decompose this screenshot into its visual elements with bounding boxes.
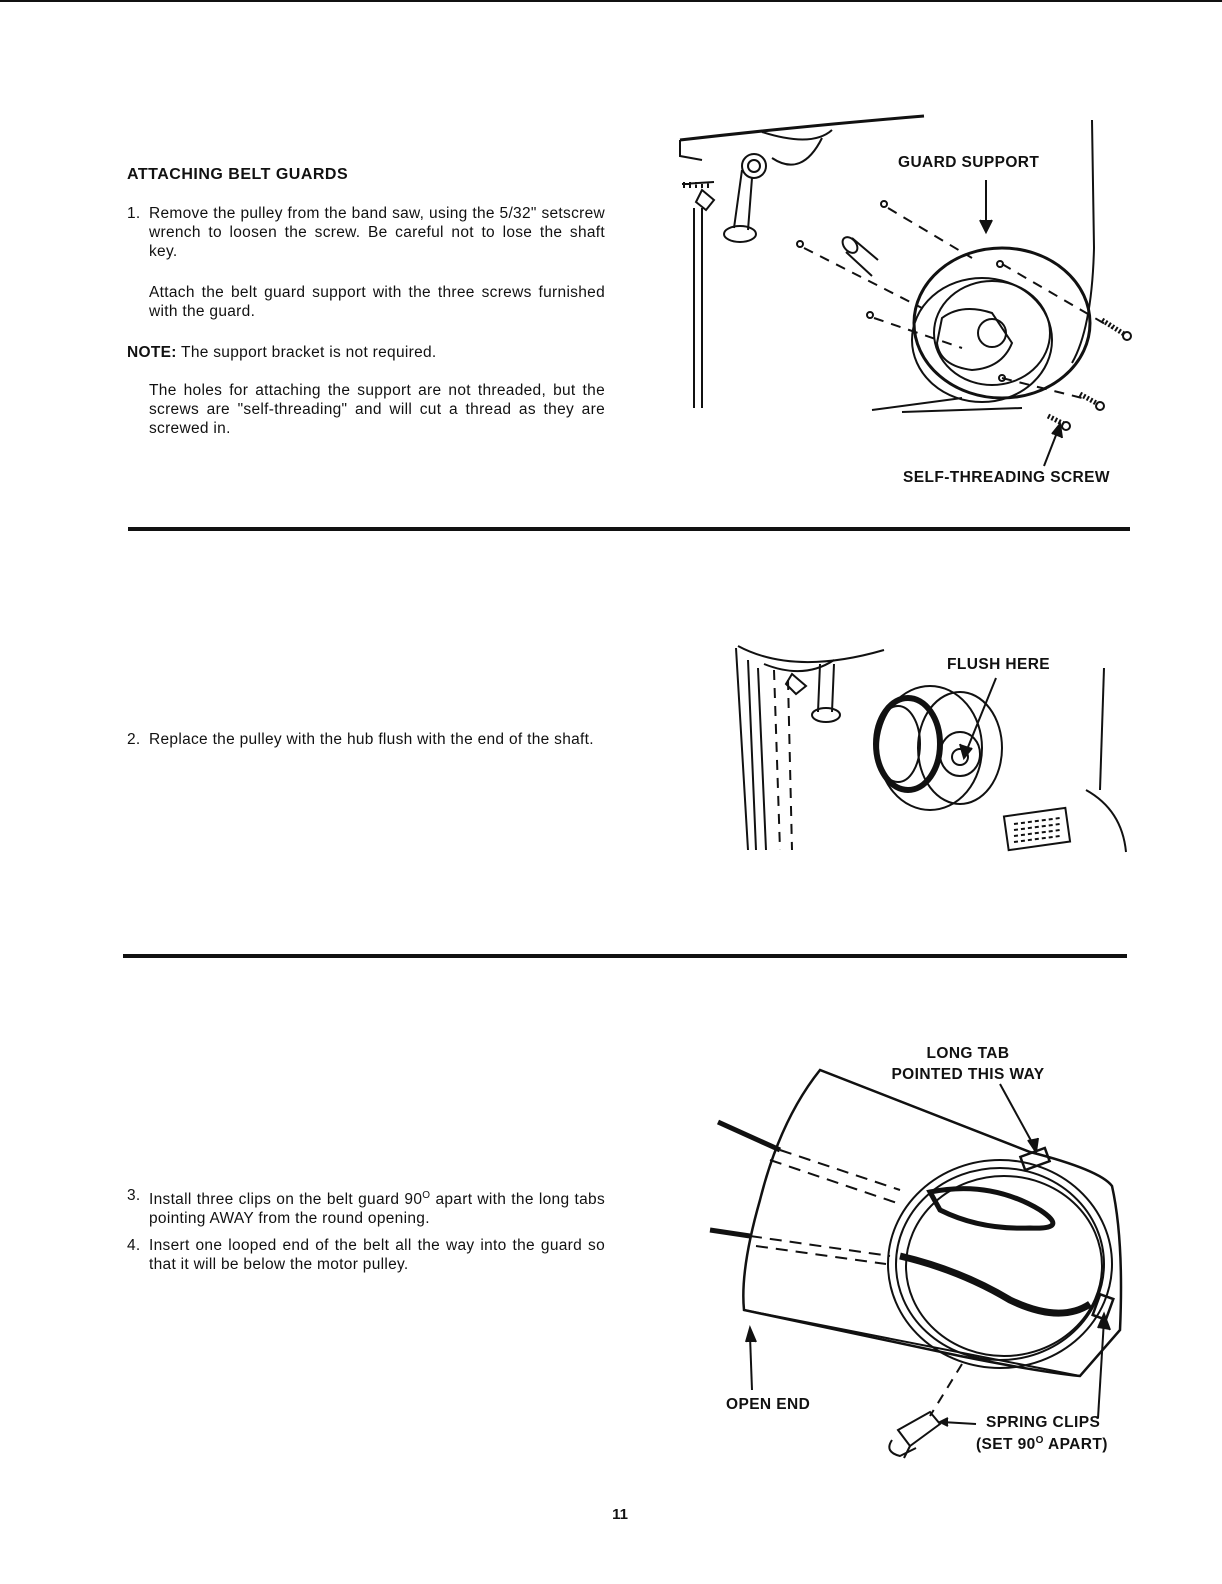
section-heading: ATTACHING BELT GUARDS: [127, 166, 349, 183]
divider-2: [123, 954, 1127, 958]
spring-clips-line-2-after: APART): [1043, 1436, 1108, 1454]
top-border: [0, 0, 1222, 2]
long-tab-line-2: POINTED THIS WAY: [891, 1066, 1045, 1083]
spring-clips-line-2-before: (SET 90: [976, 1436, 1036, 1454]
long-tab-label: LONG TAB POINTED THIS WAY: [872, 1045, 1064, 1084]
step-1-text: Remove the pulley from the band saw, usi…: [149, 205, 605, 260]
page-number: 11: [612, 1506, 628, 1523]
step-4: 4. Insert one looped end of the belt all…: [127, 1236, 605, 1274]
step-1-number: 1.: [127, 205, 141, 222]
guard-support-illustration: [672, 108, 1142, 438]
guard-support-label: GUARD SUPPORT: [898, 154, 1040, 171]
note-label: NOTE:: [127, 344, 177, 361]
step-3-text: Install three clips on the belt guard 90…: [127, 1186, 605, 1228]
spring-clips-label: SPRING CLIPS (SET 90O APART): [976, 1414, 1108, 1454]
step-4-text: Insert one looped end of the belt all th…: [149, 1237, 605, 1273]
long-tab-line-1: LONG TAB: [926, 1045, 1010, 1062]
divider-1: [128, 527, 1130, 531]
spring-clips-line-2: (SET 90O APART): [976, 1435, 1108, 1454]
step-2: 2. Replace the pulley with the hub flush…: [127, 730, 605, 749]
self-threading-screw-label: SELF-THREADING SCREW: [903, 469, 1110, 486]
pulley-flush-illustration: [734, 640, 1134, 860]
step-3-text-after: apart with the long tabs pointing AWAY f…: [149, 1191, 605, 1228]
step-3-number: 3.: [127, 1187, 141, 1204]
step-4-number: 4.: [127, 1237, 141, 1254]
belt-guard-clips-illustration: [700, 1060, 1140, 1480]
open-end-label: OPEN END: [726, 1396, 811, 1413]
spring-clips-degree-mark: O: [1035, 1435, 1044, 1446]
step-3: 3. Install three clips on the belt guard…: [127, 1186, 605, 1228]
step-1: 1. Remove the pulley from the band saw, …: [127, 204, 605, 261]
flush-here-label: FLUSH HERE: [947, 656, 1051, 673]
step-3-text-before: Install three clips on the belt guard 90: [149, 1191, 423, 1209]
step-1-attach-paragraph: Attach the belt guard support with the t…: [149, 284, 605, 320]
note-text: The support bracket is not required.: [181, 344, 437, 361]
step-2-number: 2.: [127, 731, 141, 748]
spring-clips-line-1: SPRING CLIPS: [986, 1414, 1101, 1431]
step-2-text: Replace the pulley with the hub flush wi…: [149, 731, 594, 748]
holes-paragraph: The holes for attaching the support are …: [149, 382, 605, 437]
step-3-degree-mark: O: [422, 1190, 431, 1201]
note-paragraph: NOTE: The support bracket is not require…: [127, 343, 605, 362]
